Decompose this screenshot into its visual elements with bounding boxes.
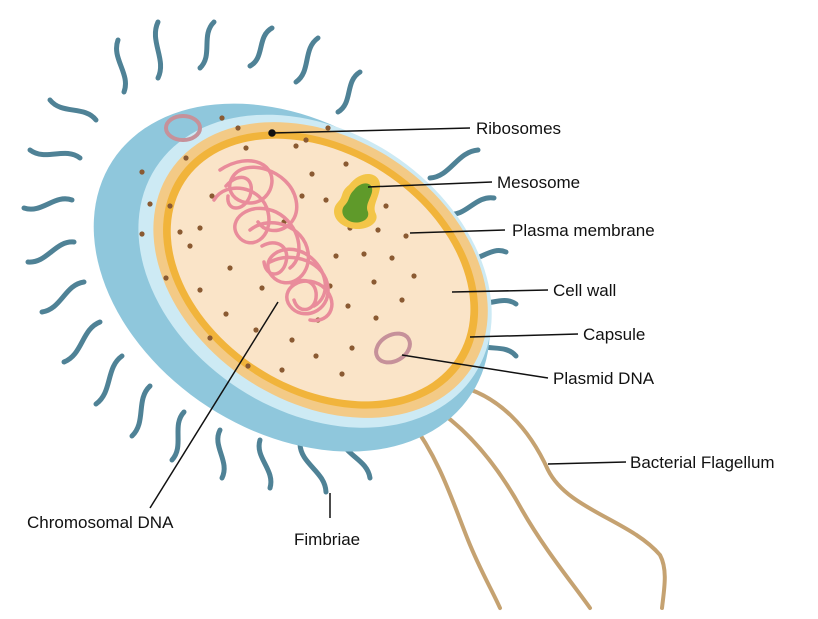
ribosome-dot-36 bbox=[339, 371, 345, 377]
fimbria-16 bbox=[215, 427, 227, 481]
fimbria-18 bbox=[297, 441, 329, 495]
fimbria-15 bbox=[169, 409, 187, 463]
ribosome-dot-5 bbox=[183, 155, 189, 161]
ribosome-dot-7 bbox=[167, 203, 173, 209]
fimbria-14 bbox=[129, 383, 153, 439]
fimbria-10 bbox=[25, 239, 77, 265]
label-capsule: Capsule bbox=[583, 325, 645, 344]
ribosome-dot-1 bbox=[219, 115, 225, 121]
fimbria-8 bbox=[27, 147, 83, 161]
fimbria-6 bbox=[335, 69, 363, 115]
fimbria-4 bbox=[247, 25, 275, 69]
label-plasma-membrane: Plasma membrane bbox=[512, 221, 655, 240]
ribosome-dot-21 bbox=[333, 253, 339, 259]
ribosome-dot-28 bbox=[197, 225, 203, 231]
ribosome-dot-9 bbox=[187, 243, 193, 249]
ribosome-dot-19 bbox=[375, 227, 381, 233]
fimbria-9 bbox=[21, 196, 75, 212]
ribosome-dot-42 bbox=[177, 229, 183, 235]
leader-mesosome bbox=[367, 181, 493, 188]
ribosome-dot-13 bbox=[253, 327, 259, 333]
ribosome-dot-45 bbox=[383, 203, 389, 209]
fimbria-3 bbox=[197, 19, 217, 71]
leader-plasmid-dna bbox=[401, 354, 549, 379]
ribosome-dot-24 bbox=[343, 161, 349, 167]
ribosome-dot-12 bbox=[223, 311, 229, 317]
fimbria-20 bbox=[427, 147, 481, 181]
label-fimbriae: Fimbriae bbox=[294, 530, 360, 549]
ribosome-dot-10 bbox=[163, 275, 169, 281]
ribosome-dot-32 bbox=[245, 363, 251, 369]
label-bacterial-flagellum: Bacterial Flagellum bbox=[630, 453, 775, 472]
ribosome-dot-27 bbox=[209, 193, 215, 199]
label-mesosome: Mesosome bbox=[497, 173, 580, 192]
mesosome-core bbox=[342, 183, 373, 223]
leader-chromosomal-dna bbox=[149, 301, 279, 509]
fimbriae bbox=[21, 19, 519, 495]
ribosome-dot-11 bbox=[197, 287, 203, 293]
ribosome-dot-29 bbox=[227, 265, 233, 271]
label-plasmid-dna: Plasmid DNA bbox=[553, 369, 655, 388]
flagellum-3 bbox=[453, 383, 667, 610]
fimbria-21 bbox=[445, 195, 497, 217]
plasmid-top bbox=[164, 114, 202, 142]
ribosome-dot-47 bbox=[235, 125, 241, 131]
ribosome-dot-46 bbox=[361, 251, 367, 257]
ribosome-pointer-dot bbox=[268, 129, 276, 137]
fimbria-2 bbox=[152, 19, 164, 81]
ribosome-dot-34 bbox=[313, 353, 319, 359]
ribosome-dot-48 bbox=[325, 125, 331, 131]
ribosome-dot-23 bbox=[323, 197, 329, 203]
ribosome-dot-33 bbox=[279, 367, 285, 373]
labels: Ribosomes Mesosome Plasma membrane Cell … bbox=[27, 119, 775, 549]
flagella bbox=[408, 383, 667, 610]
ribosome-dot-26 bbox=[293, 143, 299, 149]
ribosome-dot-3 bbox=[303, 137, 309, 143]
mesosome bbox=[334, 173, 381, 230]
plasmids bbox=[164, 114, 412, 365]
ribosome-dot-44 bbox=[299, 193, 305, 199]
ribosome-dot-37 bbox=[373, 315, 379, 321]
ribosome-dot-18 bbox=[389, 255, 395, 261]
ribosome-dot-30 bbox=[259, 285, 265, 291]
label-cell-wall: Cell wall bbox=[553, 281, 616, 300]
leader-ribosomes bbox=[271, 127, 471, 134]
label-ribosomes: Ribosomes bbox=[476, 119, 561, 138]
leader-cell-wall bbox=[451, 289, 549, 293]
label-chromosomal-dna: Chromosomal DNA bbox=[27, 513, 174, 532]
ribosome-dot-14 bbox=[289, 337, 295, 343]
ribosome-dot-25 bbox=[309, 171, 315, 177]
plasmid-bottom bbox=[374, 331, 412, 365]
ribosome-dot-39 bbox=[411, 273, 417, 279]
fimbria-1 bbox=[114, 37, 128, 95]
chromosomal-dna-coil bbox=[212, 159, 334, 323]
ribosome-dot-35 bbox=[349, 345, 355, 351]
ribosome-dot-41 bbox=[147, 201, 153, 207]
ribosome-dot-31 bbox=[207, 335, 213, 341]
fimbria-12 bbox=[61, 319, 103, 365]
ribosome-dot-20 bbox=[403, 233, 409, 239]
leader-capsule bbox=[469, 333, 579, 338]
leader-plasma-membrane bbox=[409, 229, 506, 234]
ribosome-dot-38 bbox=[399, 297, 405, 303]
leader-lines bbox=[149, 127, 627, 518]
flagellum-1 bbox=[408, 418, 502, 610]
flagellum-2 bbox=[428, 403, 592, 610]
ribosome-dot-6 bbox=[139, 169, 145, 175]
fimbria-7 bbox=[47, 97, 99, 123]
fimbria-5 bbox=[293, 35, 321, 85]
ribosome-dot-8 bbox=[139, 231, 145, 237]
fimbria-17 bbox=[256, 437, 274, 491]
fimbria-11 bbox=[39, 279, 87, 315]
fimbria-13 bbox=[93, 353, 125, 407]
ribosome-dot-17 bbox=[371, 279, 377, 285]
ribosome-dot-16 bbox=[345, 303, 351, 309]
leader-bacterial-flagellum bbox=[547, 461, 627, 465]
ribosome-dot-4 bbox=[243, 145, 249, 151]
